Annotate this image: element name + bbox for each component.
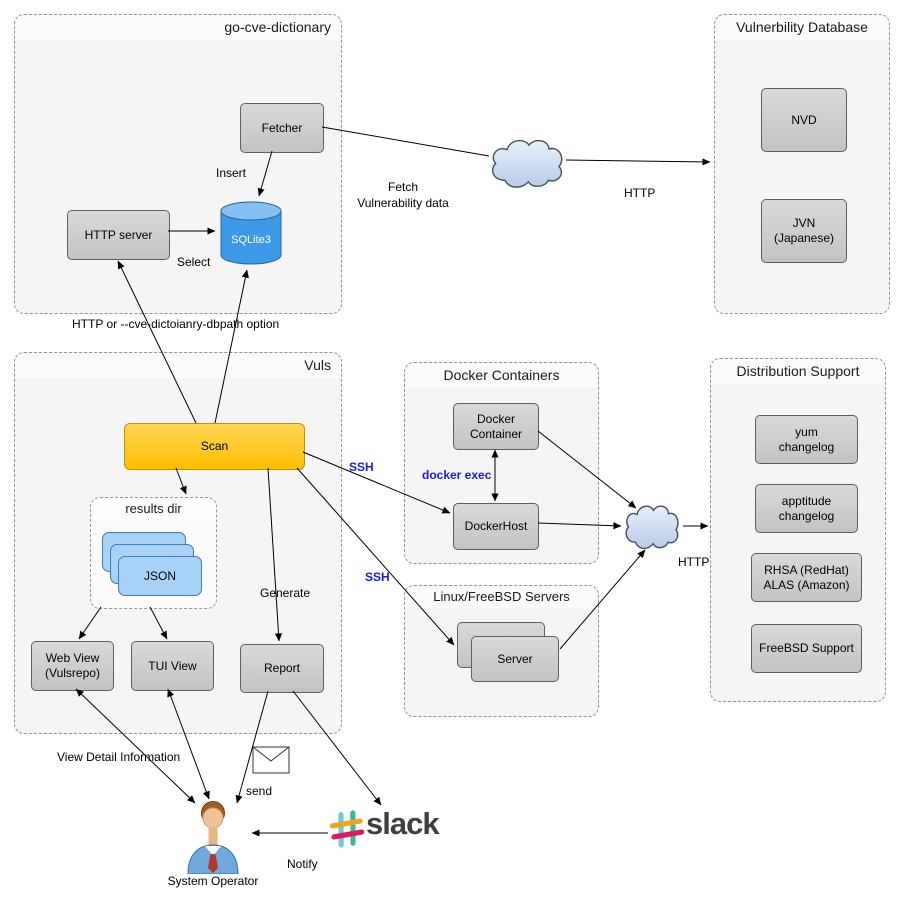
system-operator-icon — [182, 798, 244, 875]
web-view-node: Web View (Vulsrepo) — [31, 641, 114, 691]
arrow-fetcher-to-cloud — [321, 126, 490, 157]
group-title-go-cve-dictionary: go-cve-dictionary — [15, 15, 341, 40]
internet-cloud-right — [626, 506, 678, 548]
notify-label: Notify — [287, 857, 318, 871]
yum-changelog-node: yum changelog — [755, 415, 858, 464]
send-label: send — [246, 784, 273, 798]
dbpath-note-label: HTTP or --cve-dictoianry-dbpath option — [72, 317, 280, 331]
system-operator-label: System Operator — [167, 874, 259, 888]
freebsd-support-node: FreeBSD Support — [751, 624, 862, 673]
insert-label: Insert — [216, 166, 247, 180]
slack-wordmark: slack — [366, 806, 440, 841]
group-vulnerability-database: Vulnerbility Database — [714, 14, 890, 314]
http-server-node: HTTP server — [67, 210, 170, 260]
ssh-servers-label: SSH — [365, 570, 390, 584]
envelope-icon — [252, 746, 290, 774]
json-file-front: JSON — [118, 556, 202, 596]
server-node-front: Server — [471, 636, 559, 682]
group-title-vulnerability-database: Vulnerbility Database — [715, 15, 889, 40]
nvd-node: NVD — [761, 88, 847, 152]
group-title-docker-containers: Docker Containers — [405, 363, 598, 388]
view-detail-label: View Detail Information — [57, 750, 181, 764]
jvn-node: JVN (Japanese) — [761, 199, 847, 263]
docker-container-node: Docker Container — [453, 403, 539, 450]
aptitude-changelog-node: apptitude changelog — [755, 484, 858, 533]
group-title-distribution-support: Distribution Support — [711, 359, 885, 384]
group-title-linux-freebsd-servers: Linux/FreeBSD Servers — [405, 586, 598, 608]
rhsa-alas-node: RHSA (RedHat) ALAS (Amazon) — [751, 553, 862, 602]
docker-exec-label: docker exec — [422, 468, 492, 482]
scan-node: Scan — [124, 423, 305, 470]
group-title-vuls: Vuls — [15, 353, 341, 378]
report-node: Report — [240, 644, 324, 693]
internet-cloud-top — [493, 141, 562, 188]
http-top-label: HTTP — [624, 186, 656, 200]
slack-hash-icon — [329, 810, 365, 848]
fetcher-node: Fetcher — [240, 103, 324, 153]
fetch-vulnerability-data-label: Fetch Vulnerability data — [357, 180, 449, 210]
select-label: Select — [177, 255, 211, 269]
tui-view-node: TUI View — [131, 641, 214, 691]
ssh-docker-label: SSH — [349, 460, 374, 474]
docker-host-node: DockerHost — [453, 503, 539, 550]
database-cylinder-icon: SQLite3 — [219, 199, 283, 267]
group-title-results-dir: results dir — [91, 498, 216, 520]
generate-label: Generate — [260, 586, 311, 600]
http-right-label: HTTP — [678, 555, 710, 569]
sqlite3-label: SQLite3 — [231, 234, 271, 246]
arrow-cloud-to-vulndb — [565, 158, 711, 166]
